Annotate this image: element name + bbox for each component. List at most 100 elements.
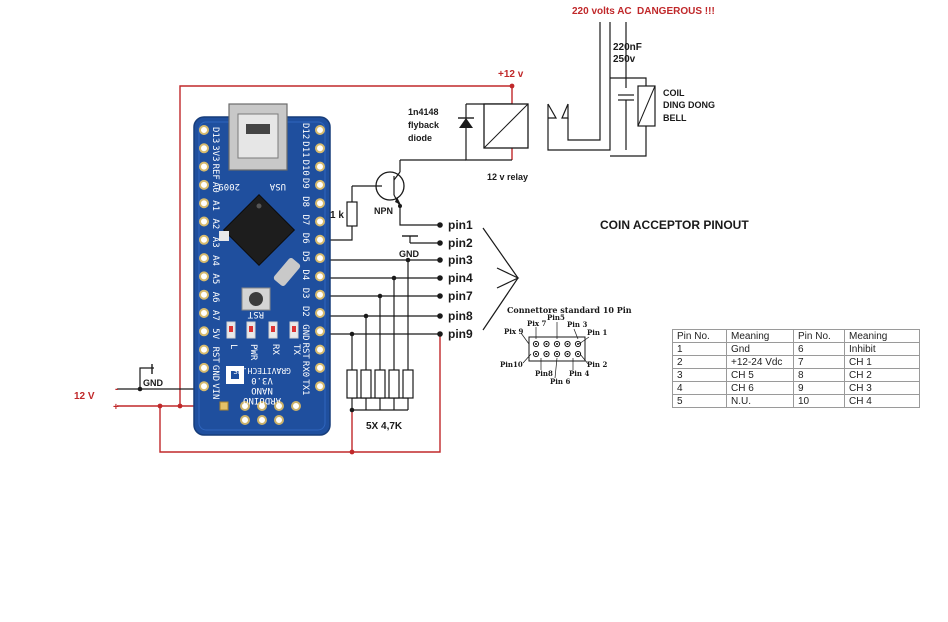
header-pin bbox=[315, 326, 325, 337]
led-label: L bbox=[228, 344, 238, 349]
connector-hole-center bbox=[566, 353, 569, 355]
header-pin bbox=[199, 289, 209, 300]
pin-terminal-dot bbox=[437, 240, 443, 246]
pinout-table: Pin No. Meaning Pin No. Meaning 1 Gnd 6 … bbox=[672, 329, 920, 408]
gnd-top-label: GND bbox=[399, 249, 420, 259]
header-pin bbox=[315, 271, 325, 282]
connector-hole-center bbox=[545, 343, 548, 345]
pinout-header: Meaning bbox=[726, 329, 794, 343]
connector-pin-label: Pin8 bbox=[535, 369, 553, 378]
left-pin-label: 3V3 bbox=[210, 145, 220, 161]
npn-transistor bbox=[375, 171, 405, 201]
table-cell: 1 bbox=[672, 342, 727, 356]
table-cell: CH 3 bbox=[844, 381, 920, 395]
right-pin-label: D5 bbox=[300, 251, 310, 262]
connector-hole-center bbox=[535, 343, 537, 345]
connector-title: Connettore standard 10 Pin bbox=[507, 305, 632, 315]
pullup-resistors bbox=[346, 369, 414, 399]
connector-pin-label: Pin5 bbox=[547, 313, 565, 322]
right-pin-label: D9 bbox=[300, 178, 310, 189]
left-pin-label: GND bbox=[210, 365, 220, 381]
header-pin bbox=[315, 362, 325, 373]
base-resistor bbox=[346, 201, 358, 227]
connector-pin-label: Pin 2 bbox=[587, 360, 607, 369]
header-pin bbox=[199, 308, 209, 318]
header-pin bbox=[315, 161, 325, 172]
mains-circuit bbox=[547, 22, 647, 157]
table-cell: Gnd bbox=[726, 342, 794, 356]
connector-leader bbox=[578, 336, 590, 345]
header-pin bbox=[315, 216, 325, 227]
right-pin-label: D10 bbox=[300, 160, 310, 176]
header-pin bbox=[199, 362, 209, 373]
connector-pin-label: Pin 1 bbox=[587, 328, 607, 337]
left-pin-label: A0 bbox=[210, 182, 220, 193]
pinout-header-row: Pin No. Meaning Pin No. Meaning bbox=[672, 329, 920, 343]
header-pin bbox=[199, 161, 209, 172]
right-pin-label: TX1 bbox=[300, 379, 310, 395]
coil-label-2: DING DONG bbox=[663, 100, 715, 110]
header-pin bbox=[315, 344, 325, 355]
coil-label-3: BELL bbox=[663, 113, 687, 123]
header-pin bbox=[199, 326, 209, 337]
connector-hole-center bbox=[545, 353, 548, 355]
header-pin bbox=[315, 234, 325, 245]
pin-terminal-label: pin2 bbox=[448, 236, 473, 250]
connector-hole-center bbox=[535, 353, 537, 355]
connector-hole-center bbox=[566, 343, 569, 345]
left-pin-label: A2 bbox=[210, 219, 220, 230]
atmega-chip bbox=[222, 193, 296, 267]
diode-label-3: diode bbox=[408, 133, 432, 143]
connector-hole-center bbox=[556, 343, 558, 345]
table-cell: Inhibit bbox=[844, 342, 920, 356]
pin-terminal-dot bbox=[437, 293, 443, 299]
header-pin bbox=[199, 234, 209, 245]
base-resistor-label: 1 k bbox=[330, 210, 344, 221]
right-pin-label: D2 bbox=[300, 306, 310, 317]
pin-terminal-dot bbox=[437, 222, 443, 228]
table-cell: +12-24 Vdc bbox=[726, 355, 794, 369]
header-pin bbox=[199, 381, 209, 392]
coil-label-1: COIL bbox=[663, 88, 685, 98]
wire-junctions bbox=[137, 204, 411, 413]
left-pin-label: REF bbox=[210, 164, 220, 180]
header-pin bbox=[315, 125, 325, 135]
table-cell: 8 bbox=[793, 368, 845, 382]
supply-plus-label: + bbox=[113, 402, 119, 413]
flyback-diode bbox=[458, 117, 474, 128]
left-pin-label: A1 bbox=[210, 200, 220, 211]
right-header-pins bbox=[315, 125, 325, 392]
header-pin bbox=[199, 271, 209, 282]
right-pin-label: D8 bbox=[300, 196, 310, 207]
table-row: 2 +12-24 Vdc 7 CH 1 bbox=[672, 355, 920, 369]
pin-terminal-label: pin8 bbox=[448, 309, 473, 323]
table-cell: CH 1 bbox=[844, 355, 920, 369]
relay-label: 12 v relay bbox=[487, 172, 528, 182]
table-cell: 3 bbox=[672, 368, 727, 382]
connector-pin-label: Pin 4 bbox=[569, 369, 589, 378]
capacitor-voltage-label: 250v bbox=[613, 54, 636, 65]
right-pin-label: D3 bbox=[300, 288, 310, 299]
connector-pin-label: Pin10 bbox=[500, 360, 523, 369]
left-pin-label: A5 bbox=[210, 273, 220, 284]
right-pin-label: D11 bbox=[300, 141, 310, 157]
header-pin bbox=[199, 253, 209, 264]
table-cell: 9 bbox=[793, 381, 845, 395]
table-row: 5 N.U. 10 CH 4 bbox=[672, 394, 920, 408]
left-pin-label: 5V bbox=[210, 328, 220, 339]
pin-terminal-label: pin1 bbox=[448, 218, 473, 232]
header-pin bbox=[199, 125, 209, 135]
board-year: 2009 bbox=[218, 181, 240, 191]
table-cell: CH 4 bbox=[844, 394, 920, 408]
header-pin bbox=[199, 179, 209, 190]
table-cell: 7 bbox=[793, 355, 845, 369]
right-pin-label: D7 bbox=[300, 215, 310, 226]
table-cell: 5 bbox=[672, 394, 727, 408]
left-pin-label: D13 bbox=[210, 127, 220, 143]
right-pin-label: D6 bbox=[300, 233, 310, 244]
